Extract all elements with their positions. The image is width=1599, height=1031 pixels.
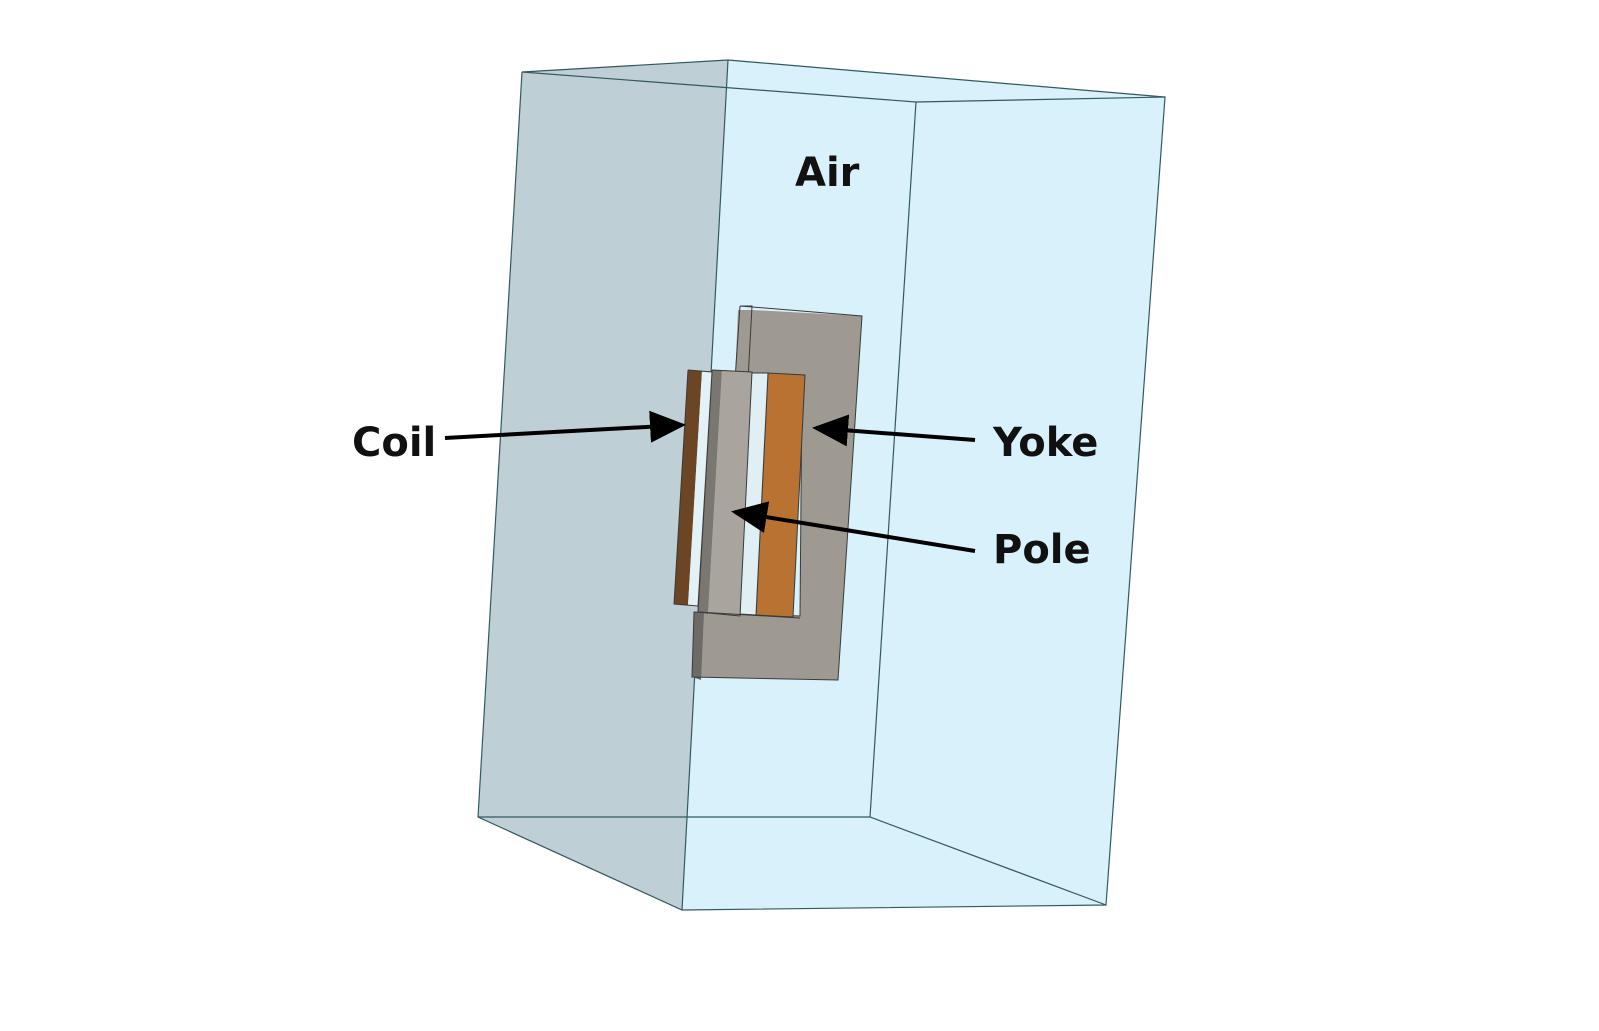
coil-back-face [756, 373, 805, 617]
air-box [477, 59, 1166, 911]
coil-front [673, 369, 713, 607]
coil-front-outline [673, 369, 713, 607]
coil-back [739, 372, 806, 618]
pole [697, 369, 801, 619]
air-back-bottom [478, 816, 1107, 906]
pole-arrow [731, 501, 976, 553]
coil-inner-strip [740, 373, 768, 615]
label-coil: Coil [352, 420, 436, 466]
pole-base-line [697, 611, 801, 619]
yoke-side [692, 612, 704, 680]
yoke-arrow [812, 414, 976, 447]
air-back-vertical [869, 101, 917, 818]
coil-front-face [674, 370, 702, 605]
label-yoke: Yoke [992, 420, 1098, 466]
air-left-face [478, 60, 728, 910]
yoke-body [694, 310, 862, 680]
label-pole: Pole [993, 527, 1091, 573]
coil-front-gap [688, 371, 712, 606]
air-front-face [682, 60, 1165, 910]
coil-arrow [444, 410, 686, 443]
yoke-gap-edge [740, 305, 753, 381]
pole-face [708, 370, 752, 616]
label-air: Air [795, 150, 860, 196]
pole-side [698, 370, 722, 614]
